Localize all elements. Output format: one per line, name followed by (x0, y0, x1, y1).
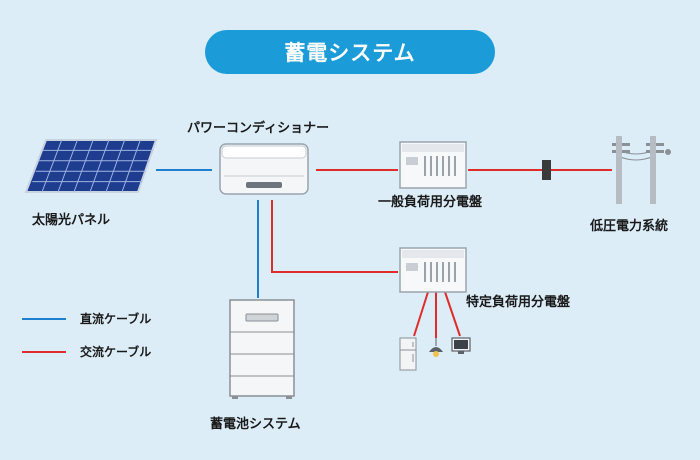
battery-cabinet-icon (229, 299, 295, 399)
general-panel-label: 一般負荷用分電盤 (378, 194, 483, 210)
legend-dc-label: 直流ケーブル (80, 311, 151, 326)
ac-cable-load-monitor (444, 291, 461, 337)
distribution-board-icon-general (399, 141, 467, 189)
grid-label: 低圧電力系統 (589, 218, 668, 234)
specific-panel-label: 特定負荷用分電盤 (466, 294, 571, 310)
distribution-board-icon-specific (399, 247, 467, 293)
ac-cable-pcs-specific (271, 200, 398, 273)
utility-pole-icon (612, 136, 671, 204)
title-pill: 蓄電システム (205, 30, 495, 74)
page-title: 蓄電システム (284, 41, 415, 65)
power-conditioner-label: パワーコンディショナー (187, 120, 329, 136)
battery-label: 蓄電池システム (210, 416, 301, 432)
lamp-icon (429, 338, 443, 357)
monitor-icon (451, 337, 471, 354)
legend-ac-label: 交流ケーブル (80, 344, 151, 359)
ac-cable-load-fridge (413, 291, 429, 337)
breaker-icon (542, 160, 551, 180)
solar-panel-icon (24, 139, 158, 193)
power-conditioner-icon (219, 143, 309, 195)
solar-panel-label: 太陽光パネル (31, 212, 110, 228)
legend: 直流ケーブル 交流ケーブル (22, 311, 151, 359)
refrigerator-icon (399, 337, 417, 371)
